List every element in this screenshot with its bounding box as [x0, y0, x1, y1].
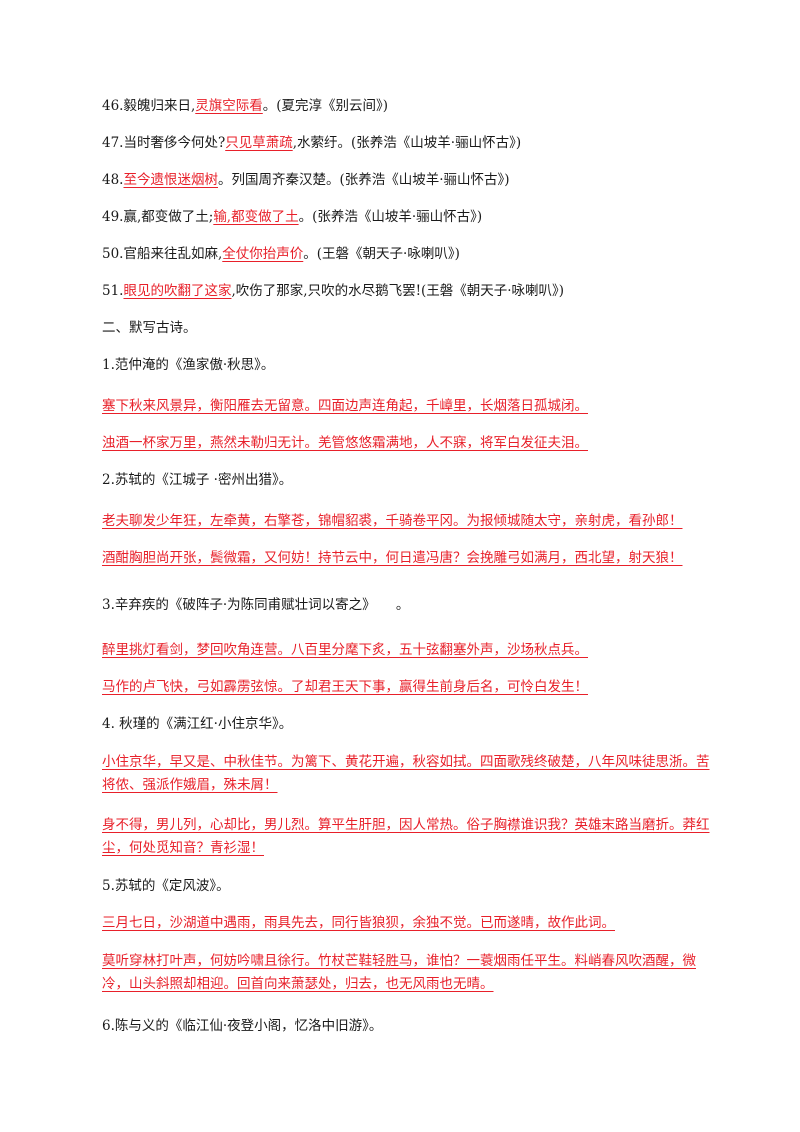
item-47: 47.当时奢侈今何处?只见草萧疏,水萦纡。(张养浩《山坡羊·骊山怀古》) [102, 135, 712, 152]
item-answer: 只见草萧疏 [225, 135, 293, 151]
poem-line: 小住京华，早又是、中秋佳节。为篱下、黄花开遍，秋容如拭。四面歌残终破楚，八年风味… [102, 754, 710, 793]
item-50: 50.官船来往乱如麻,全仗你抬声价。(王磐《朝天子·咏喇叭》) [102, 246, 712, 263]
poem-line: 马作的卢飞快，弓如霹雳弦惊。了却君王天下事，赢得生前身后名，可怜白发生！ [102, 679, 588, 695]
poem-line: 酒酣胸胆尚开张，鬓微霜，又何妨！持节云中，何日遣冯唐？会挽雕弓如满月，西北望，射… [102, 550, 683, 566]
item-source: ,吹伤了那家,只吹的水尽鹅飞罢!(王磐《朝天子·咏喇叭》) [231, 283, 565, 299]
item-text: 46.毅魄归来日, [102, 98, 196, 114]
item-49: 49.赢,都变做了土;输,都变做了土。(张养浩《山坡羊·骊山怀古》) [102, 209, 712, 226]
item-source: ,水萦纡。(张养浩《山坡羊·骊山怀古》) [292, 135, 522, 151]
item-text: 50.官船来往乱如麻, [102, 246, 223, 262]
item-source: 。(王磐《朝天子·咏喇叭》) [303, 246, 460, 262]
item-answer: 至今遗恨迷烟树 [123, 172, 218, 188]
item-48: 48.至今遗恨迷烟树。列国周齐秦汉楚。(张养浩《山坡羊·骊山怀古》) [102, 172, 712, 189]
item-answer: 眼见的吹翻了这家 [123, 283, 232, 299]
poem-line: 塞下秋来风景异，衡阳雁去无留意。四面边声连角起，千嶂里，长烟落日孤城闭。 [102, 398, 588, 414]
item-source: 。(张养浩《山坡羊·骊山怀古》) [298, 209, 483, 225]
item-text: 48. [102, 172, 124, 188]
section-title: 二、默写古诗。 [102, 320, 197, 336]
item-answer: 灵旗空际看 [195, 98, 263, 114]
item-46: 46.毅魄归来日,灵旗空际看。(夏完淳《别云间》) [102, 98, 712, 115]
item-51: 51.眼见的吹翻了这家,吹伤了那家,只吹的水尽鹅飞罢!(王磐《朝天子·咏喇叭》) [102, 283, 712, 300]
poem-line: 身不得，男儿列，心却比，男儿烈。算平生肝胆，因人常热。俗子胸襟谁识我？英雄末路当… [102, 817, 710, 856]
poem-line: 浊酒一杯家万里，燕然未勒归无计。羌管悠悠霜满地，人不寐，将军白发征夫泪。 [102, 435, 588, 451]
poem-title: 3.辛弃疾的《破阵子·为陈同甫赋壮词以寄之》 。 [102, 597, 410, 613]
poem-title: 4. 秋瑾的《满江红·小住京华》。 [102, 716, 293, 732]
item-source: 。列国周齐秦汉楚。(张养浩《山坡羊·骊山怀古》) [217, 172, 510, 188]
poem-line: 老夫聊发少年狂，左牵黄，右擎苍，锦帽貂裘，千骑卷平冈。为报倾城随太守，亲射虎，看… [102, 513, 683, 529]
poem-line: 莫听穿林打叶声，何妨吟啸且徐行。竹杖芒鞋轻胜马，谁怕？一蓑烟雨任平生。料峭春风吹… [102, 953, 696, 992]
poem-title: 5.苏轼的《定风波》。 [102, 878, 230, 894]
item-text: 47.当时奢侈今何处? [102, 135, 226, 151]
item-answer: 输,都变做了土 [213, 209, 299, 225]
item-text: 51. [102, 283, 124, 299]
poem-line: 醉里挑灯看剑，梦回吹角连营。八百里分麾下炙，五十弦翻塞外声，沙场秋点兵。 [102, 642, 588, 658]
item-answer: 全仗你抬声价 [222, 246, 304, 262]
item-source: 。(夏完淳《别云间》) [262, 98, 389, 114]
item-text: 49.赢,都变做了土; [102, 209, 214, 225]
poem-line: 三月七日，沙湖道中遇雨，雨具先去，同行皆狼狈，余独不觉。已而遂晴，故作此词。 [102, 915, 615, 931]
poem-title: 2.苏轼的《江城子 ·密州出猎》。 [102, 472, 293, 488]
poem-title: 1.范仲淹的《渔家傲·秋思》。 [102, 357, 275, 373]
poem-title: 6.陈与义的《临江仙·夜登小阁，忆洛中旧游》。 [102, 1018, 383, 1034]
